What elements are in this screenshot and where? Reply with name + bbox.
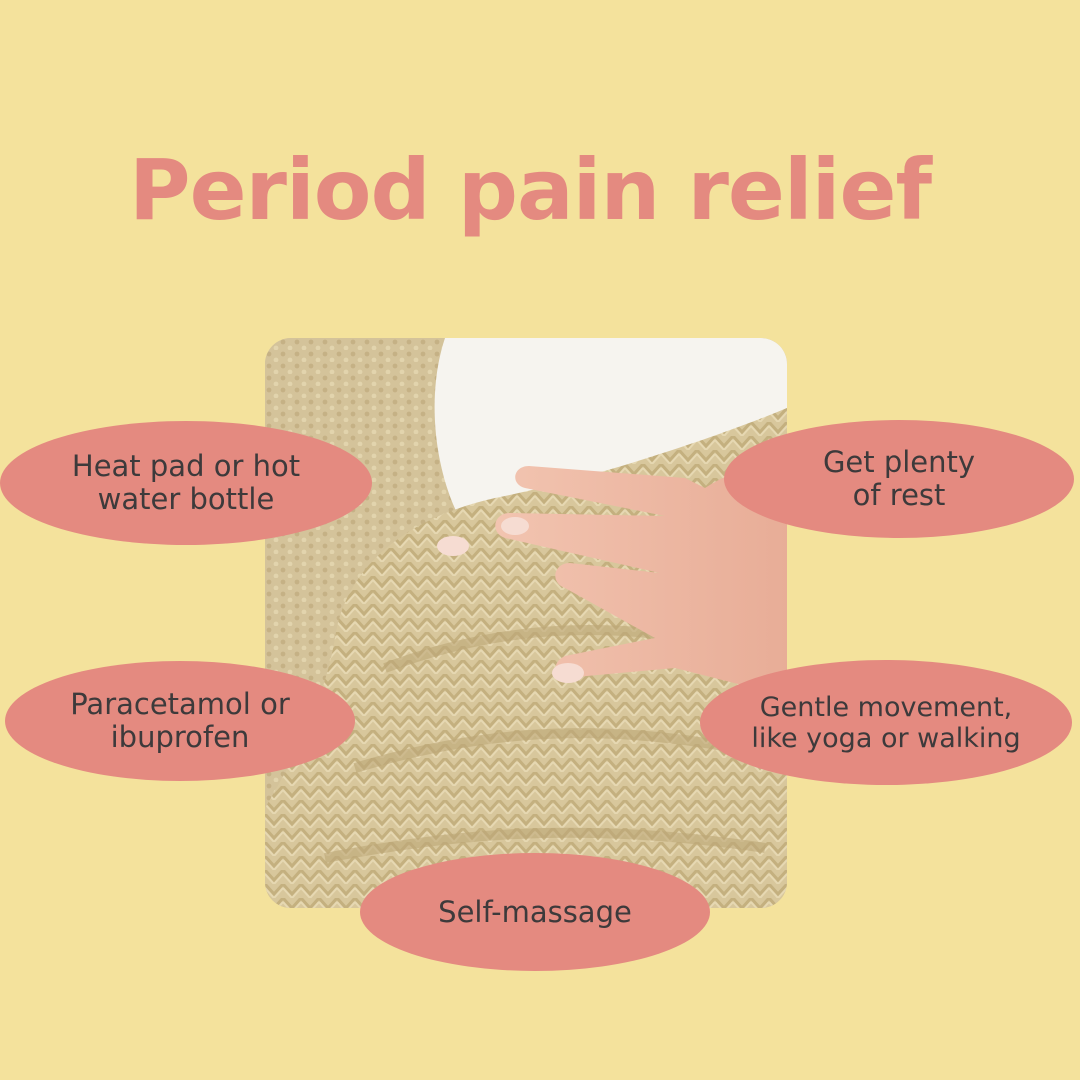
tip-rest: Get plenty of rest	[724, 420, 1074, 538]
tip-self-massage: Self-massage	[360, 853, 710, 971]
tip-gentle-movement-label: Gentle movement, like yoga or walking	[751, 691, 1021, 754]
tip-self-massage-label: Self-massage	[438, 894, 632, 929]
tip-heat-pad: Heat pad or hot water bottle	[0, 421, 372, 545]
tip-rest-label: Get plenty of rest	[822, 445, 976, 512]
tip-medication: Paracetamol or ibuprofen	[5, 661, 355, 781]
page-title: Period pain relief	[129, 141, 932, 239]
photo-illustration	[265, 338, 787, 908]
tip-medication-label: Paracetamol or ibuprofen	[70, 687, 290, 754]
tip-gentle-movement: Gentle movement, like yoga or walking	[700, 660, 1072, 785]
tip-heat-pad-label: Heat pad or hot water bottle	[71, 449, 301, 516]
hot-water-bottle-photo	[265, 338, 787, 908]
